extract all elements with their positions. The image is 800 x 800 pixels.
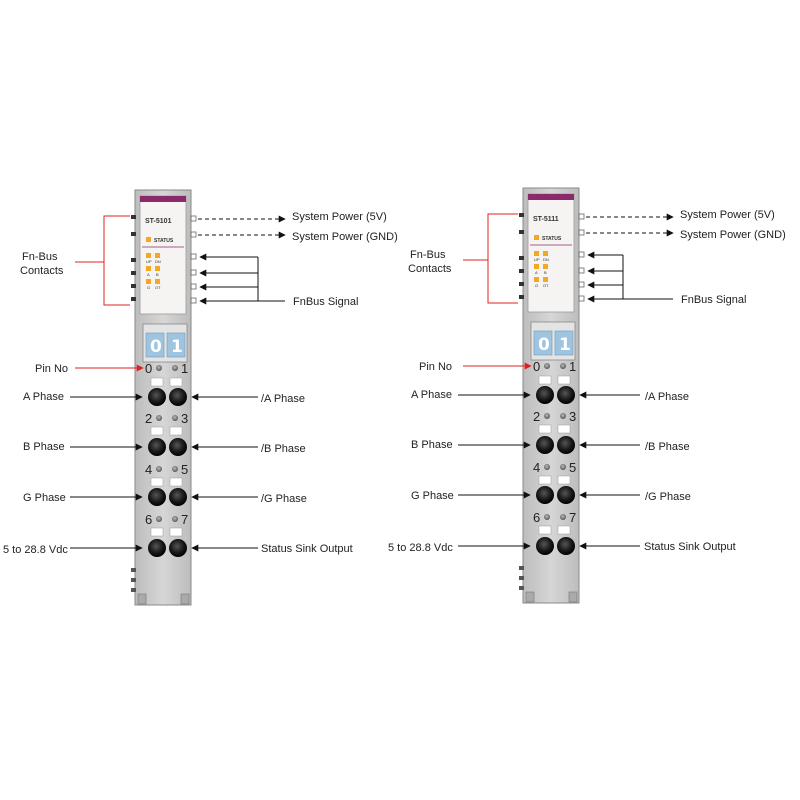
module-2-label-status-sink: Status Sink Output bbox=[644, 541, 736, 553]
module-2-pin-1: 1 bbox=[569, 359, 576, 374]
module-2-label-g-phase: G Phase bbox=[411, 490, 454, 502]
module-1-label-b-phase-inv: /B Phase bbox=[261, 443, 306, 455]
module-2-status-led bbox=[534, 235, 539, 240]
svg-text:A: A bbox=[535, 270, 538, 275]
module-2-pin-2: 2 bbox=[533, 409, 540, 424]
module-1-address-display: 0 1 bbox=[142, 323, 188, 363]
module-2-terminal-block bbox=[536, 363, 575, 555]
module-2-led-grid: UP DN A B G OT bbox=[534, 251, 549, 288]
module-2-connectors bbox=[458, 213, 674, 550]
module-2-pin-3: 3 bbox=[569, 409, 576, 424]
module-2-pin-5: 5 bbox=[569, 460, 576, 475]
module-1-pin-7: 7 bbox=[181, 512, 188, 527]
module-2-pin-7: 7 bbox=[569, 510, 576, 525]
module-1-pin-6: 6 bbox=[145, 512, 152, 527]
module-2-fn-bus-bracket bbox=[463, 213, 532, 370]
module-1-label-status-sink: Status Sink Output bbox=[261, 543, 353, 555]
module-1: ST-5101 STATUS UP DN A B G OT 0 1 bbox=[3, 189, 398, 606]
svg-text:A: A bbox=[147, 272, 150, 277]
module-2-pin-4: 4 bbox=[533, 460, 540, 475]
svg-text:DN: DN bbox=[155, 259, 161, 264]
svg-text:OT: OT bbox=[543, 283, 549, 288]
svg-text:OT: OT bbox=[155, 285, 161, 290]
svg-text:UP: UP bbox=[146, 259, 152, 264]
module-1-label-g-phase: G Phase bbox=[23, 492, 66, 504]
svg-text:1: 1 bbox=[171, 337, 183, 357]
module-2-address-display: 0 1 bbox=[530, 321, 576, 361]
module-1-status-label: STATUS bbox=[154, 238, 174, 244]
module-1-status-led bbox=[146, 237, 151, 242]
module-2-status-label: STATUS bbox=[542, 236, 562, 242]
module-2-label-a-phase: A Phase bbox=[411, 389, 452, 401]
module-1-label-b-phase: B Phase bbox=[23, 441, 65, 453]
module-2-label-supply: 5 to 28.8 Vdc bbox=[388, 542, 453, 554]
module-1-led-grid: UP DN A B G OT bbox=[146, 253, 161, 290]
svg-text:B: B bbox=[156, 272, 159, 277]
module-1-label-g-phase-inv: /G Phase bbox=[261, 493, 307, 505]
module-1-label-fnbus-signal: FnBus Signal bbox=[293, 296, 358, 308]
module-2-pin-6: 6 bbox=[533, 510, 540, 525]
svg-text:G: G bbox=[147, 285, 150, 290]
module-2-label-pin-no: Pin No bbox=[419, 361, 452, 373]
module-1-label-pin-no: Pin No bbox=[35, 363, 68, 375]
module-1-fn-bus-bracket bbox=[75, 215, 144, 372]
module-2-label-fn-bus: Fn-Bus bbox=[410, 249, 446, 261]
module-2-label-fnbus-signal: FnBus Signal bbox=[681, 294, 746, 306]
module-1-label-system-power-5v: System Power (5V) bbox=[292, 211, 387, 223]
module-1-pin-4: 4 bbox=[145, 462, 152, 477]
module-1-pin-5: 5 bbox=[181, 462, 188, 477]
module-2-label-g-phase-inv: /G Phase bbox=[645, 491, 691, 503]
module-1-model-label: ST-5101 bbox=[145, 218, 172, 225]
svg-text:0: 0 bbox=[150, 337, 162, 357]
svg-text:UP: UP bbox=[534, 257, 540, 262]
module-2-label-contacts: Contacts bbox=[408, 263, 452, 275]
module-1-pin-1: 1 bbox=[181, 361, 188, 376]
module-2-pin-0: 0 bbox=[533, 359, 540, 374]
svg-text:G: G bbox=[535, 283, 538, 288]
module-1-pin-2: 2 bbox=[145, 411, 152, 426]
module-1-connectors bbox=[70, 215, 286, 552]
module-1-pin-3: 3 bbox=[181, 411, 188, 426]
module-2-model-label: ST-5111 bbox=[533, 216, 559, 223]
module-1-label-contacts: Contacts bbox=[20, 265, 64, 277]
svg-text:1: 1 bbox=[559, 335, 571, 355]
module-2: ST-5111 STATUS UP DN A B G OT 0 1 bbox=[388, 187, 786, 604]
module-1-label-a-phase-inv: /A Phase bbox=[261, 393, 305, 405]
module-1-label-a-phase: A Phase bbox=[23, 391, 64, 403]
module-1-pin-0: 0 bbox=[145, 361, 152, 376]
svg-text:B: B bbox=[544, 270, 547, 275]
module-2-label-system-power-5v: System Power (5V) bbox=[680, 209, 775, 221]
module-2-label-b-phase-inv: /B Phase bbox=[645, 441, 690, 453]
module-1-label-fn-bus: Fn-Bus bbox=[22, 251, 58, 263]
module-2-label-a-phase-inv: /A Phase bbox=[645, 391, 689, 403]
module-1-label-supply: 5 to 28.8 Vdc bbox=[3, 544, 68, 556]
svg-text:0: 0 bbox=[538, 335, 550, 355]
svg-text:DN: DN bbox=[543, 257, 549, 262]
module-2-label-system-power-gnd: System Power (GND) bbox=[680, 229, 786, 241]
module-1-terminal-block bbox=[148, 365, 187, 557]
module-2-label-b-phase: B Phase bbox=[411, 439, 453, 451]
module-1-label-system-power-gnd: System Power (GND) bbox=[292, 231, 398, 243]
